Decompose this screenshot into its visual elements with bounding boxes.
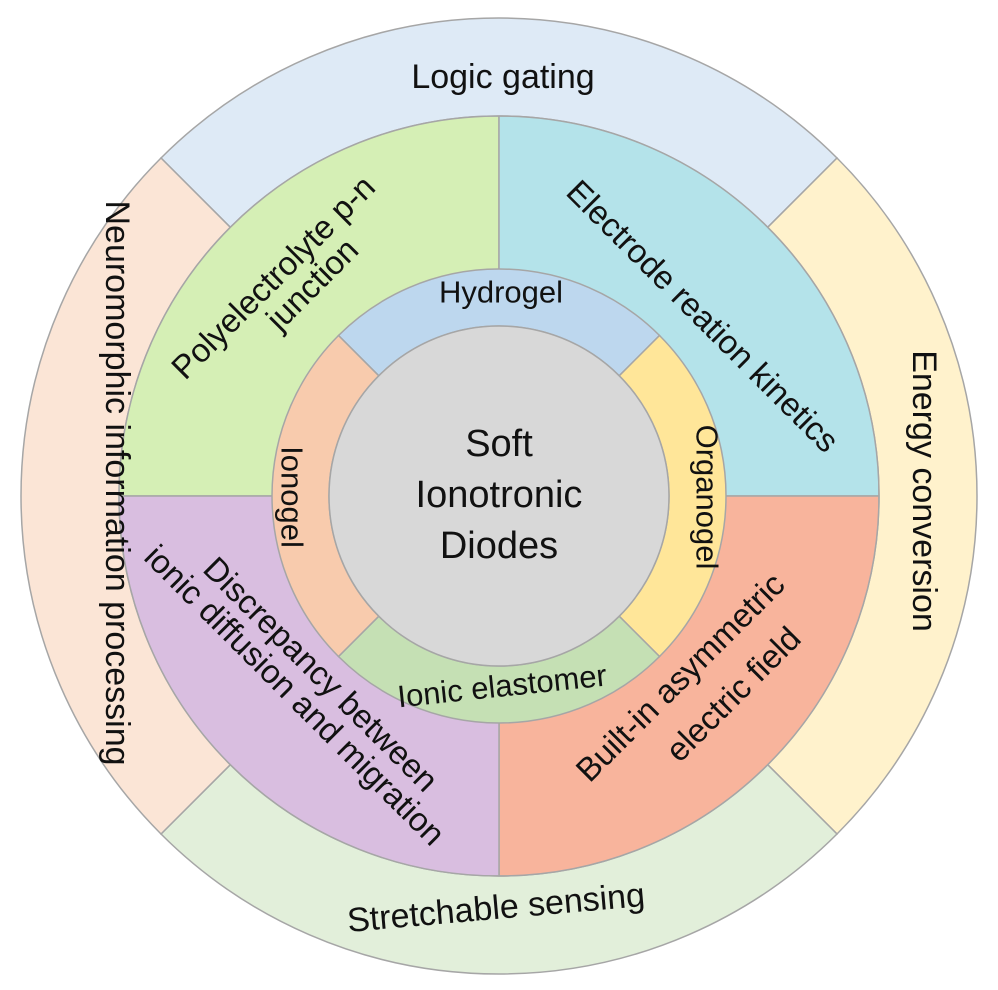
center-title-line: Diodes [440, 525, 558, 567]
center-hub [328, 325, 670, 667]
application-label-neuromorphic: Neuromorphic information processing [98, 200, 136, 765]
applications-ring [20, 17, 978, 975]
center-circle [328, 325, 670, 667]
material-label-hydrogel: Hydrogel [439, 275, 563, 310]
mechanism-ring-border [118, 115, 880, 877]
materials-ring [271, 268, 727, 724]
center-title-line: Soft [465, 423, 533, 465]
application-label-energy: Energy conversion [905, 350, 943, 632]
material-label-organogel: Organogel [690, 425, 725, 570]
center-title-line: Ionotronic [416, 474, 583, 516]
application-label-logic: Logic gating [411, 58, 594, 96]
material-label-ionogel: Ionogel [275, 446, 310, 548]
